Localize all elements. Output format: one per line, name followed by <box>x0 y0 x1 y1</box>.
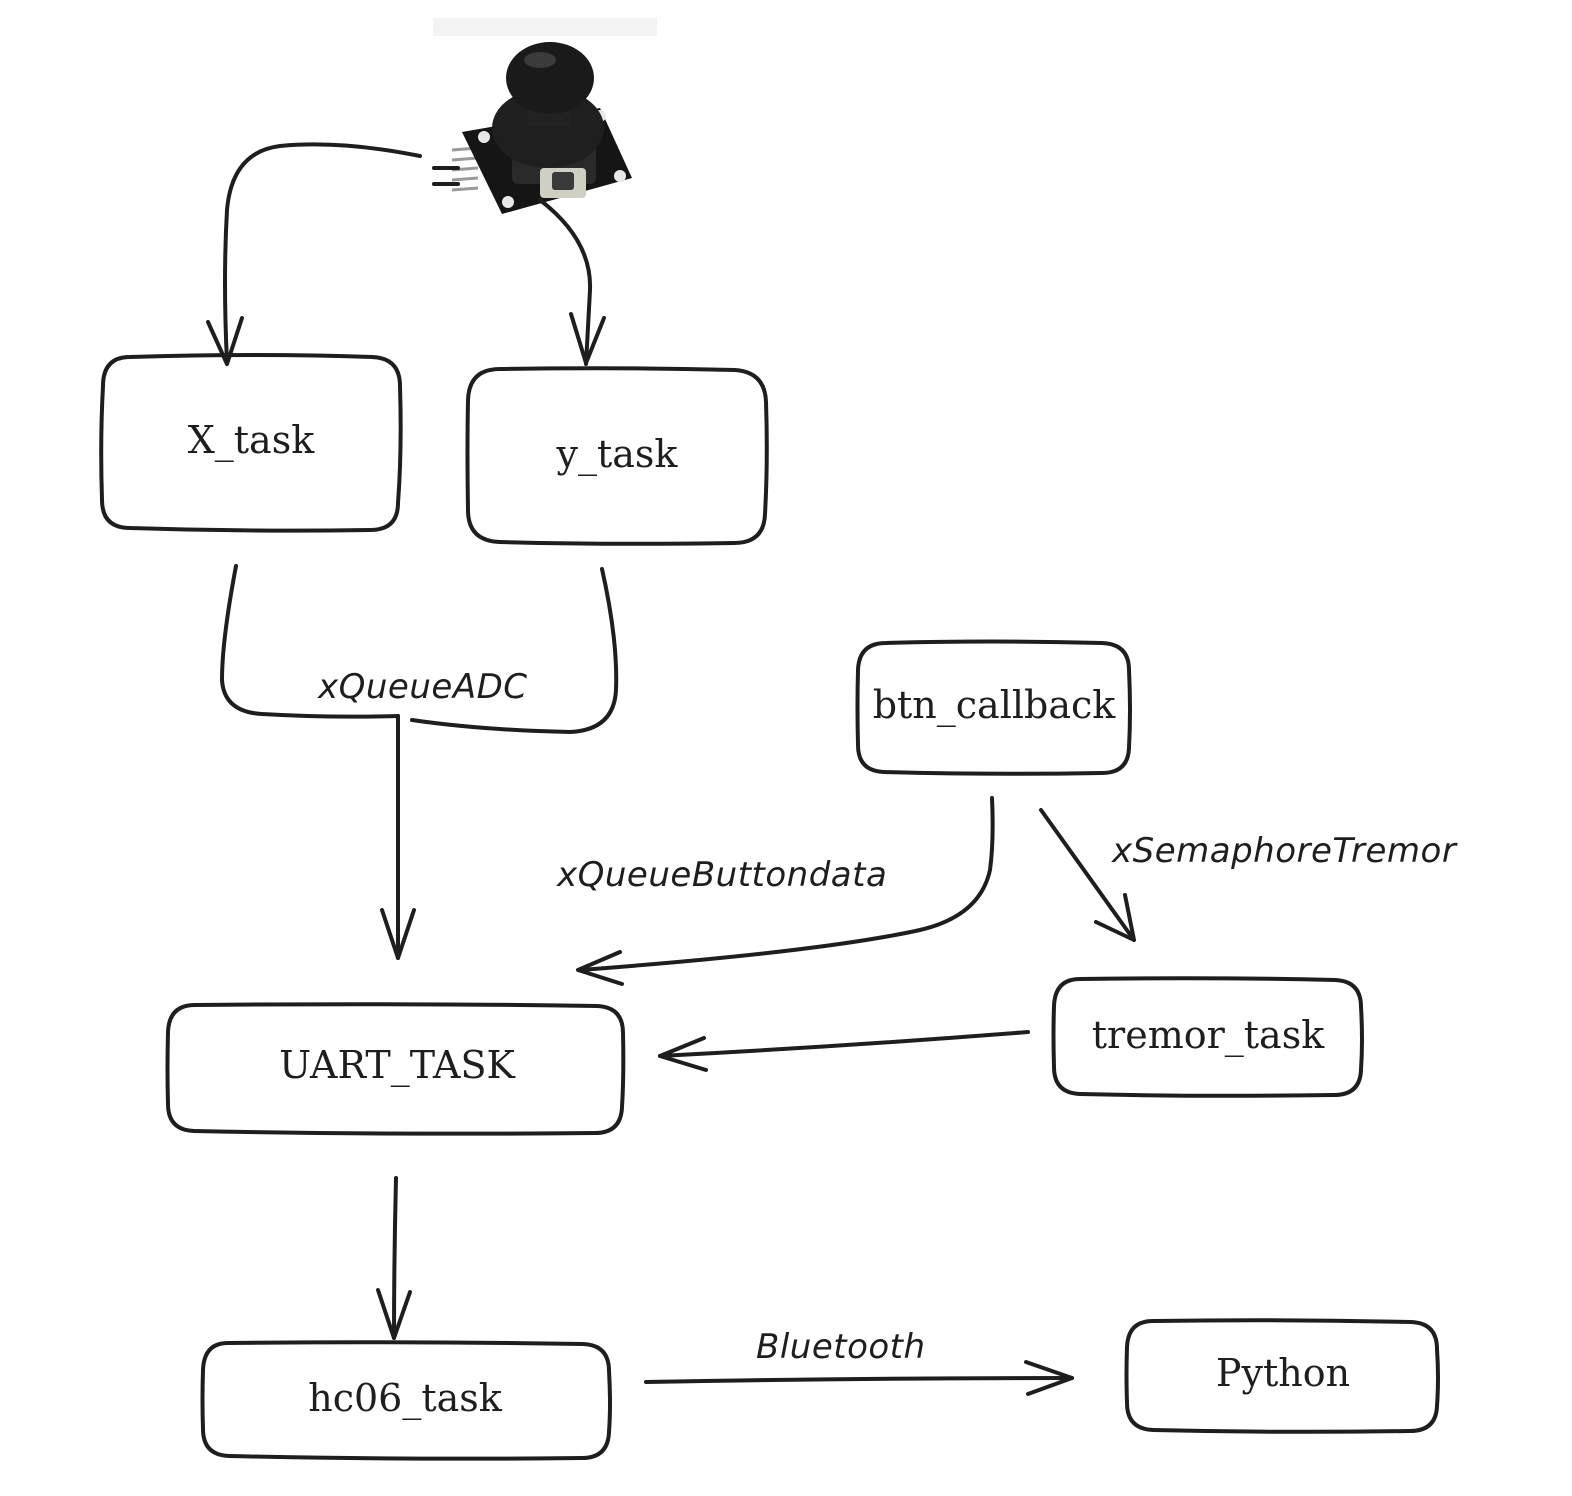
queue-adc-label: xQueueADC <box>317 667 528 707</box>
btn-callback-box <box>855 639 1132 776</box>
queue-adc-arrow <box>220 564 619 960</box>
x-task-box <box>99 353 403 533</box>
tremor-task-box <box>1051 976 1364 1098</box>
joystick-to-y-arrow <box>538 198 606 366</box>
tremor-task-label: tremor_task <box>1092 1013 1325 1058</box>
joystick-module-icon <box>433 18 657 214</box>
joystick-to-x-arrow <box>206 142 460 366</box>
x-task-label: X_task <box>188 418 315 463</box>
python-label: Python <box>1216 1351 1350 1395</box>
hc06-task-box <box>200 1340 612 1461</box>
uart-to-hc06-arrow <box>376 1176 412 1340</box>
queue-button-arrow <box>576 796 995 986</box>
semaphore-tremor-arrow <box>1039 808 1136 942</box>
python-box <box>1124 1318 1440 1434</box>
bluetooth-arrow <box>644 1360 1074 1396</box>
y-task-label: y_task <box>556 432 679 477</box>
bluetooth-label: Bluetooth <box>756 1327 926 1367</box>
uart-task-box <box>165 1002 626 1136</box>
btn-callback-label: btn_callback <box>873 683 1117 728</box>
tremor-to-uart-arrow <box>658 1030 1030 1072</box>
hc06-task-label: hc06_task <box>308 1376 503 1421</box>
queue-button-label: xQueueButtondata <box>556 855 887 895</box>
uart-task-label: UART_TASK <box>279 1043 515 1088</box>
semaphore-tremor-label: xSemaphoreTremor <box>1111 831 1458 871</box>
y-task-box <box>465 366 769 546</box>
